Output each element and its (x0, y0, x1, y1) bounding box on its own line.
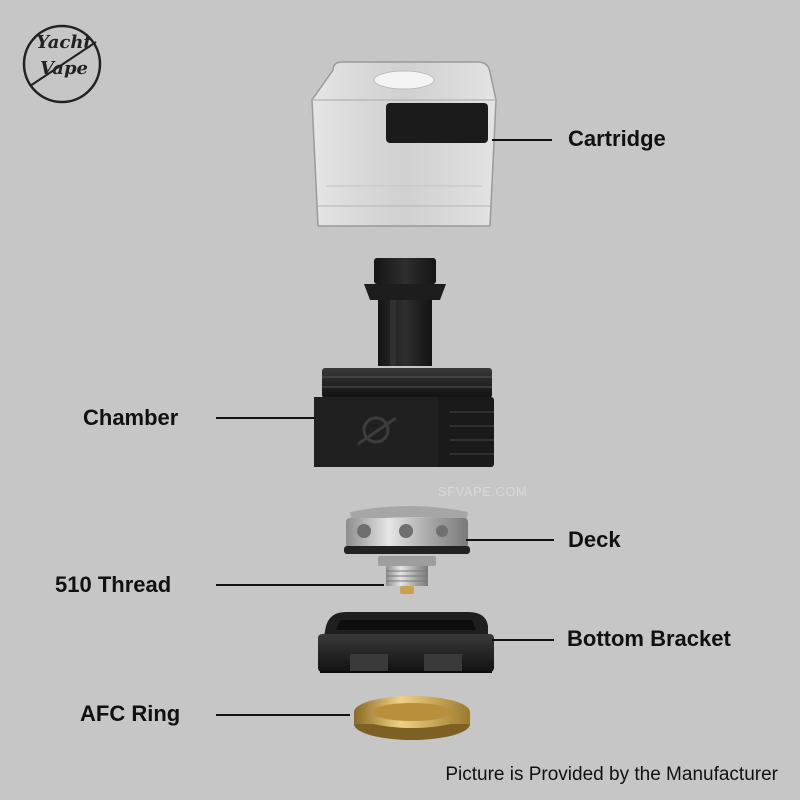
thread-label: 510 Thread (55, 572, 172, 597)
watermark: SFVAPE.COM (438, 484, 528, 499)
bottom-bracket-image (318, 612, 494, 673)
afc-ring-label: AFC Ring (80, 701, 181, 726)
cartridge-label: Cartridge (568, 126, 666, 151)
manufacturer-caption: Picture is Provided by the Manufacturer (445, 764, 778, 785)
brand-logo-line2: Vape (39, 58, 88, 79)
afc-ring-leader-line (216, 714, 350, 716)
thread-image (378, 556, 436, 594)
bottom-bracket-label: Bottom Bracket (567, 626, 731, 651)
brand-logo-line1: Yacht (36, 32, 92, 53)
chamber-image (314, 258, 494, 467)
chamber-leader-line (216, 417, 316, 419)
deck-image (344, 506, 470, 554)
cartridge-leader-line (492, 139, 552, 141)
deck-leader-line (466, 539, 554, 541)
brand-logo (22, 24, 102, 104)
afc-ring-image (354, 696, 470, 740)
brand-logo-text: Yacht Vape (28, 34, 100, 78)
chamber-label: Chamber (83, 405, 179, 430)
deck-label: Deck (568, 527, 621, 552)
thread-leader-line (216, 584, 384, 586)
bottom-bracket-leader-line (492, 639, 554, 641)
cartridge-image (311, 61, 497, 227)
